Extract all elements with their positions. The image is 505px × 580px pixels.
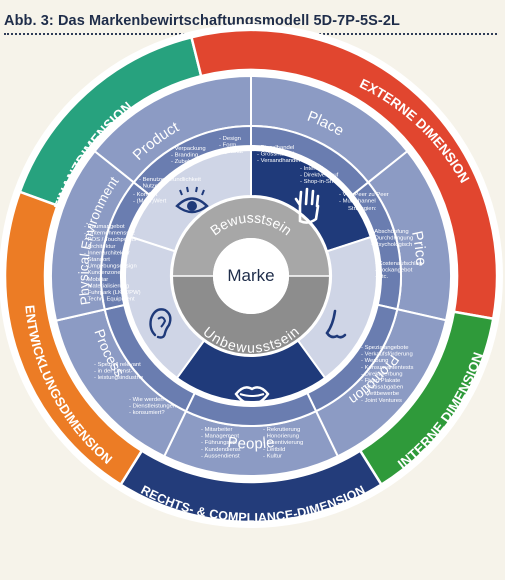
people-list-staff: - Mitarbeiter- Management- Führungsstil-… (201, 427, 241, 459)
senses-ring (121, 146, 381, 406)
unbewusstsein-ring (173, 276, 329, 354)
price-list-more: - Kostenaufschlag- Lockangebot- etc. (375, 261, 422, 280)
segment-title-people: People (227, 434, 276, 453)
place-list-trade: - Einzelhandel- Grosshandel- Versandhand… (257, 145, 300, 164)
product-list-design: - Design- Form- Qualität (219, 136, 243, 155)
center-disc (213, 238, 289, 314)
process-list-relevance: - Speziell relevant- in der Dienst-- lei… (94, 362, 144, 381)
price-list-strategies: - Abschöpfung- Durchdringung- Psychologi… (371, 229, 413, 248)
lips-icon (234, 386, 270, 405)
people-list-hr: - Rekrutierung- Honorierung- Incentivier… (263, 427, 303, 459)
price-heading: Strategien: (348, 206, 377, 212)
hand-icon (294, 187, 320, 224)
nose-icon (325, 309, 347, 339)
ear-icon (149, 308, 172, 339)
segment-bullet-lists: - Design- Form- Qualität - Verpackung- Br… (84, 136, 422, 459)
sense-sector-hearing (124, 235, 206, 380)
physical-list: - Raumangebot- Unternehmenssitz- POS / T… (84, 224, 141, 303)
promotion-list: - Spezialangebote- Verkaufsförderung- We… (361, 345, 413, 404)
product-list-benefits: - Benutzerfreundlichkeit- Nutzen (139, 177, 201, 190)
product-list-main: - Verpackung- Branding- Zubehör (171, 146, 206, 165)
place-list-peer: - Von Peer zu Peer- Multichannel (339, 192, 389, 205)
figure-title: Abb. 3: Das Markenbewirtschaftungsmodell… (4, 13, 400, 29)
product-list-komfort: - Komfort- (Mehr)Wert (133, 192, 167, 205)
center-label-marke: Marke (227, 266, 274, 285)
place-list-direct: - Internet- Direktverkauf- Shop-in-Shop (300, 166, 340, 185)
process-list-question: - Wie werden- Dienstleistungen- konsumie… (129, 397, 176, 416)
bewusstsein-ring (173, 198, 329, 276)
dimension-band-entwicklung (3, 190, 144, 487)
eye-icon (175, 186, 209, 214)
